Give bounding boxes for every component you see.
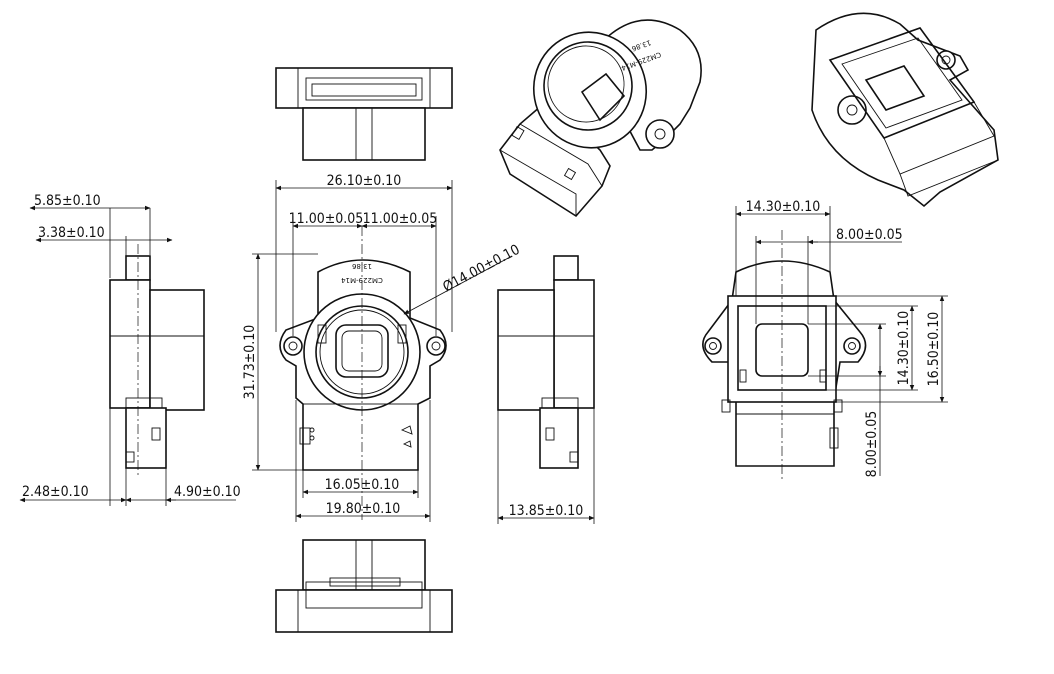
dim-11-00-left: 11.00±0.05 (289, 211, 364, 227)
front-view-dimensions: 26.10±0.10 11.00±0.05 11.00±0.05 31.73±0… (242, 173, 523, 522)
rear-view-dimensions: 14.30±0.10 8.00±0.05 16.50±0.10 14.30±0.… (735, 199, 948, 478)
left-view-dimensions: 5.85±0.10 3.38±0.10 2.48±0.10 4.90±0.10 (19, 193, 241, 506)
dim-3-38: 3.38±0.10 (38, 225, 105, 241)
dim-dia-14-00: Ø14.00±0.10 (440, 242, 522, 296)
dim-16-05: 16.05±0.10 (325, 477, 400, 493)
front-view: 13.86 CM229-M14 (279, 226, 447, 520)
right-view-dimensions: 13.85±0.10 (497, 408, 595, 524)
dim-14-30-top: 14.30±0.10 (746, 199, 821, 215)
dim-5-85: 5.85±0.10 (34, 193, 101, 209)
left-side-view (109, 244, 205, 476)
rear-view (702, 230, 867, 480)
dim-26-10: 26.10±0.10 (327, 173, 402, 189)
isometric-view-1: 13.86 CM229-M14 (499, 19, 702, 218)
dim-8-00-side: 8.00±0.05 (864, 411, 880, 478)
dim-31-73: 31.73±0.10 (242, 325, 258, 400)
top-view (275, 67, 453, 161)
dim-19-80: 19.80±0.10 (326, 501, 401, 517)
bottom-view (275, 539, 453, 633)
dim-2-48: 2.48±0.10 (22, 484, 89, 500)
dim-4-90: 4.90±0.10 (174, 484, 241, 500)
dim-13-85: 13.85±0.10 (509, 503, 584, 519)
dim-8-00-top: 8.00±0.05 (836, 227, 903, 243)
dim-16-50: 16.50±0.10 (926, 312, 942, 387)
dim-11-00-right: 11.00±0.05 (363, 211, 438, 227)
dim-14-30-side: 14.30±0.10 (896, 311, 912, 386)
right-side-view (497, 255, 595, 469)
isometric-view-2 (811, 12, 999, 208)
